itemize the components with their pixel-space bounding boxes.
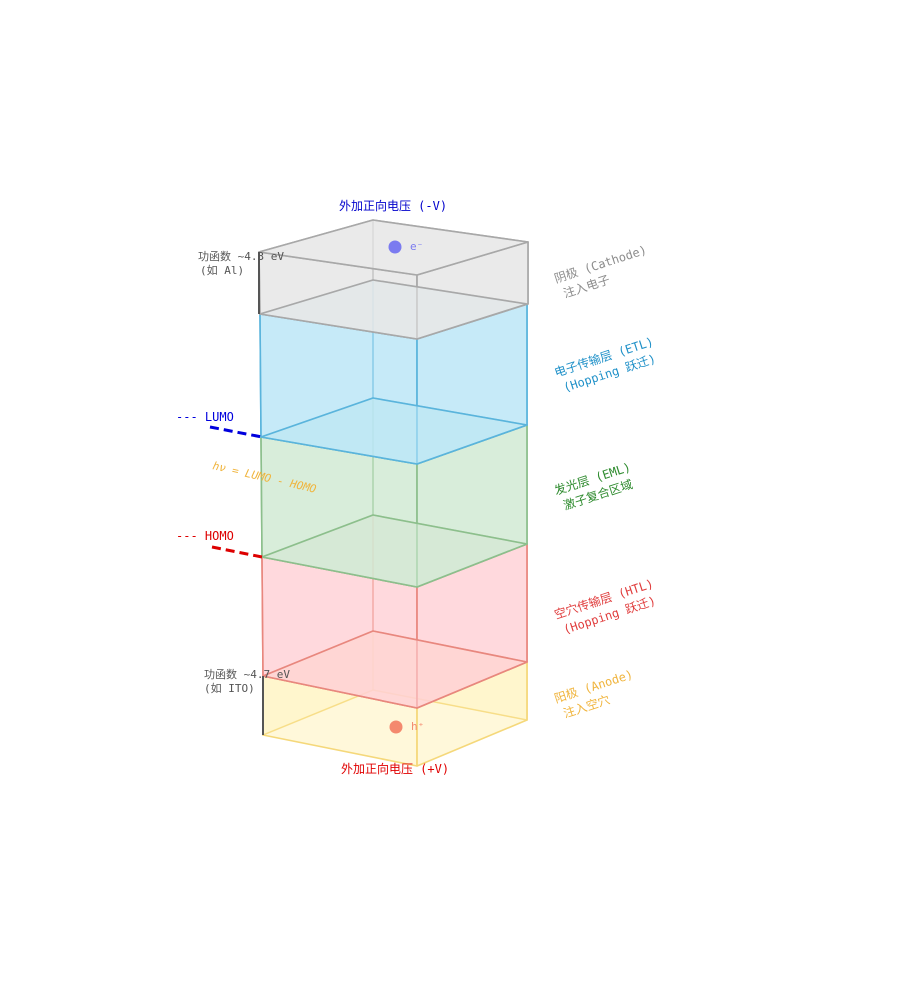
hole-label: h⁺: [411, 720, 424, 733]
homo-level-line: [211, 545, 263, 559]
top-voltage-label: 外加正向电压 (-V): [339, 198, 447, 213]
anode-workfunction-line1: 功函数 ~4.7 eV: [204, 668, 290, 681]
bottom-voltage-label: 外加正向电压 (+V): [341, 761, 449, 776]
lumo-level-line: [209, 425, 263, 439]
cathode-workfunction-line1: 功函数 ~4.3 eV: [198, 250, 284, 263]
homo-label: --- HOMO: [176, 529, 234, 543]
cathode-workfunction-line2: (如 Al): [200, 263, 244, 277]
electron-icon: [388, 240, 402, 254]
electron-label: e⁻: [410, 240, 423, 253]
anode-workfunction-line2: (如 ITO): [204, 681, 255, 695]
hole-icon: [389, 720, 403, 734]
lumo-label: --- LUMO: [176, 410, 234, 424]
